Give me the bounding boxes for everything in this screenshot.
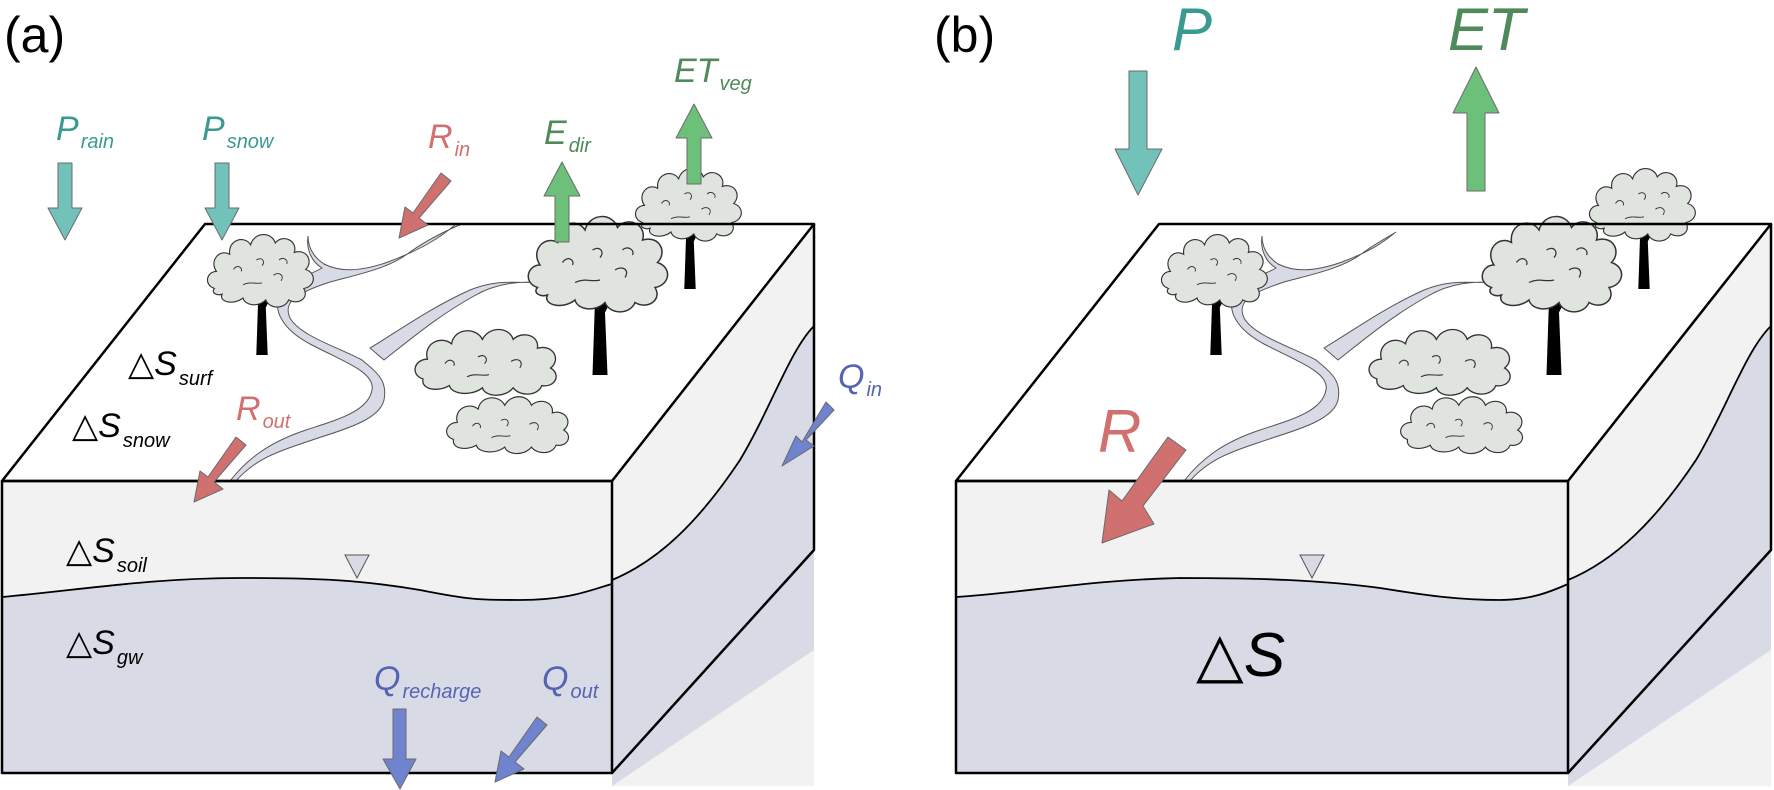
svg-text:△S: △S	[1196, 618, 1285, 691]
water-table-icon	[344, 554, 370, 580]
diagonal-arrow-icon	[781, 401, 835, 467]
diagonal-arrow-icon	[494, 716, 548, 783]
down-arrow-icon	[382, 708, 417, 790]
panel-a-label: (a)	[4, 7, 65, 63]
down-arrow-icon	[47, 162, 83, 241]
flux-et: ET	[1448, 0, 1529, 192]
svg-text:△Sgw: △Sgw	[66, 623, 144, 669]
storage-symbol-s: S	[92, 532, 115, 570]
storage-total: △S	[1196, 618, 1285, 691]
up-arrow-icon	[543, 161, 581, 243]
down-arrow-icon	[204, 162, 240, 241]
storage-symbol-s: S	[154, 345, 177, 383]
block-a-side-face	[611, 224, 815, 786]
block-b-front-face	[955, 481, 1569, 773]
flux-r: R	[1098, 398, 1187, 544]
panel-b-label: (b)	[934, 7, 995, 63]
up-arrow-icon	[1452, 66, 1500, 192]
svg-text:P: P	[1172, 0, 1212, 63]
svg-text:Rin: Rin	[428, 118, 470, 161]
water-table-icon	[1299, 554, 1325, 580]
svg-text:Qin: Qin	[838, 358, 882, 401]
svg-text:ET: ET	[1448, 0, 1529, 63]
up-arrow-icon	[675, 103, 713, 185]
block-b-side-face	[1567, 224, 1772, 786]
svg-text:R: R	[1098, 398, 1141, 465]
down-arrow-icon	[1114, 70, 1163, 196]
flux-subscript: rain	[81, 131, 114, 153]
diagonal-arrow-icon	[193, 436, 247, 503]
block-a-front-face	[1, 481, 613, 773]
storage-symbol-s: S	[1244, 621, 1285, 690]
storage-symbol-s: S	[92, 624, 115, 662]
block-b-edges	[954, 222, 1773, 775]
flux-symbol: P	[56, 110, 79, 148]
diagonal-arrow-icon	[398, 172, 452, 239]
block-a-edges	[0, 222, 816, 775]
storage-symbol-s: S	[98, 407, 121, 445]
diagonal-arrow-icon	[1101, 436, 1187, 544]
flux-p: P	[1114, 0, 1212, 196]
panel-b: (b) P ET R △S	[934, 0, 1773, 786]
